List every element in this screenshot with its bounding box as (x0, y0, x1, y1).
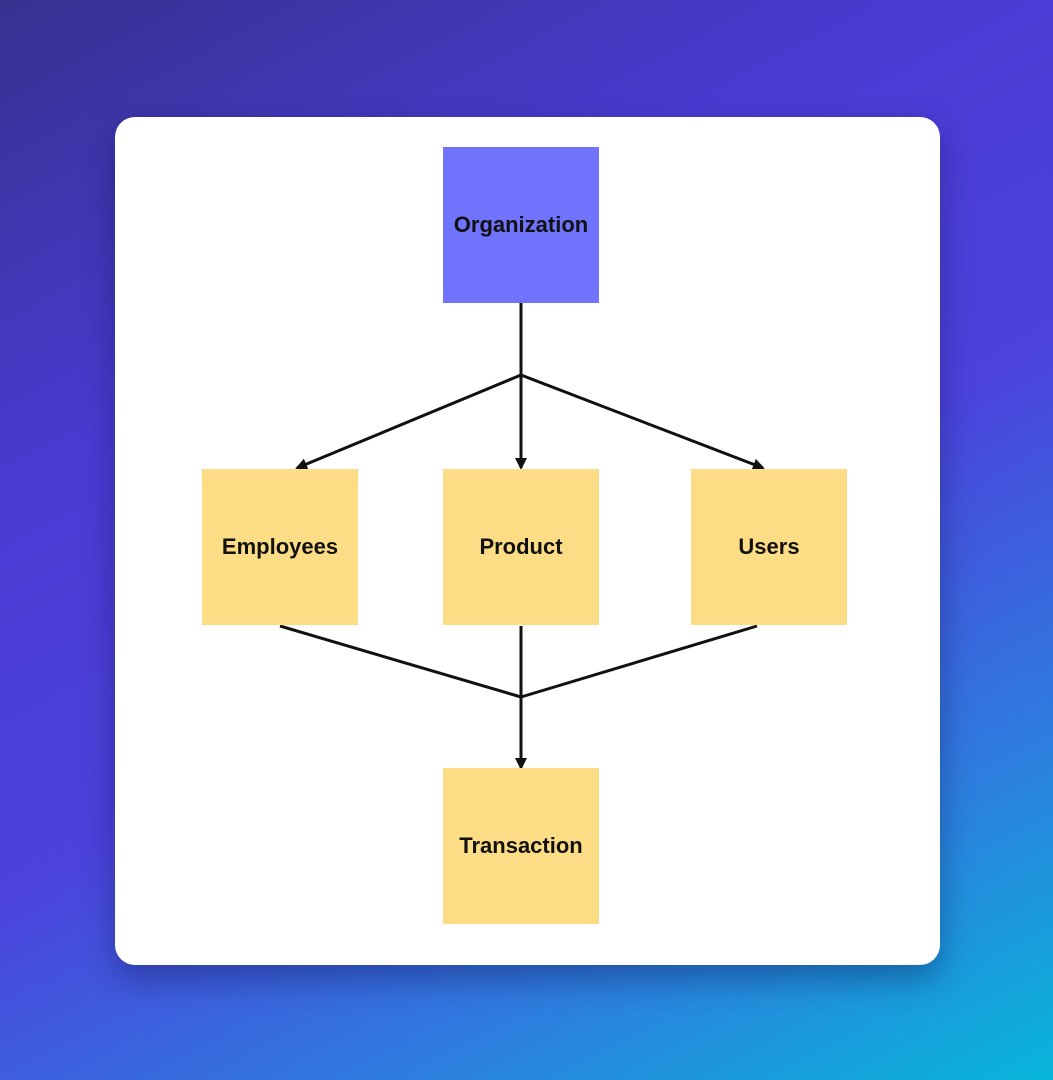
node-transaction[interactable]: Transaction (443, 768, 599, 924)
diagram-card: Organization Employees Product Users Tra… (115, 117, 940, 965)
node-organization[interactable]: Organization (443, 147, 599, 303)
node-employees[interactable]: Employees (202, 469, 358, 625)
node-product[interactable]: Product (443, 469, 599, 625)
connector-layer (279, 303, 765, 770)
connector-users-merge (520, 624, 758, 699)
arrow-to-users (520, 373, 765, 471)
node-users-label: Users (738, 534, 800, 559)
connector-employees-merge (279, 624, 522, 699)
arrow-to-employees (295, 373, 522, 470)
node-transaction-label: Transaction (459, 833, 583, 858)
node-employees-label: Employees (221, 534, 339, 559)
node-users[interactable]: Users (691, 469, 847, 625)
node-product-label: Product (479, 534, 563, 559)
node-organization-label: Organization (453, 212, 589, 237)
